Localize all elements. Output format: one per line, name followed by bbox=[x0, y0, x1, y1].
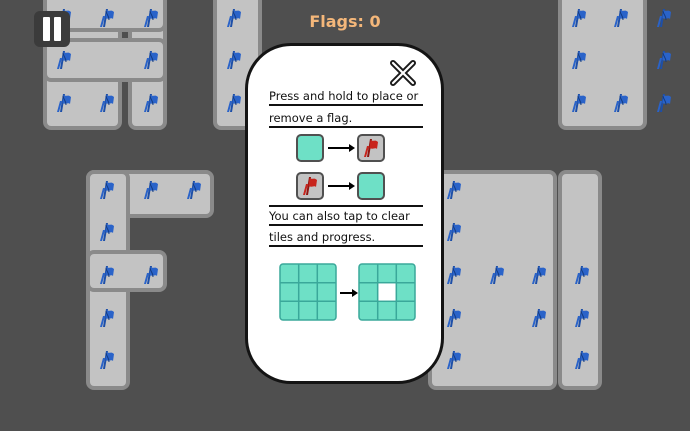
divider bbox=[269, 245, 423, 247]
help-text-line-4: tiles and progress. bbox=[269, 230, 376, 244]
divider bbox=[269, 126, 423, 128]
blue-flag-icon bbox=[656, 8, 672, 28]
flag-counter: Flags: 0 bbox=[309, 12, 381, 31]
divider bbox=[269, 205, 423, 207]
revealed-tile-icon bbox=[296, 134, 324, 162]
board-tile-block bbox=[43, 0, 167, 32]
pause-button[interactable] bbox=[34, 11, 70, 47]
close-icon[interactable] bbox=[388, 58, 418, 88]
flag-place-example bbox=[296, 134, 385, 200]
help-text-line-1: Press and hold to place or bbox=[269, 89, 419, 103]
help-text-line-3: You can also tap to clear bbox=[269, 209, 410, 223]
board-tile-block bbox=[43, 38, 167, 82]
tap-clear-example bbox=[279, 263, 416, 321]
help-text-line-2: remove a flag. bbox=[269, 111, 353, 125]
tile-grid-icon bbox=[279, 263, 337, 321]
blue-flag-icon bbox=[656, 93, 672, 113]
revealed-tile-icon bbox=[357, 172, 385, 200]
pause-icon-bar bbox=[54, 17, 61, 41]
board-tile-block bbox=[558, 0, 647, 130]
cleared-tile-grid-icon bbox=[358, 263, 416, 321]
help-dialog: Press and hold to place or remove a flag… bbox=[245, 43, 444, 384]
blue-flag-icon bbox=[656, 50, 672, 70]
pause-icon bbox=[43, 17, 50, 41]
divider bbox=[269, 224, 423, 226]
divider bbox=[269, 104, 423, 106]
